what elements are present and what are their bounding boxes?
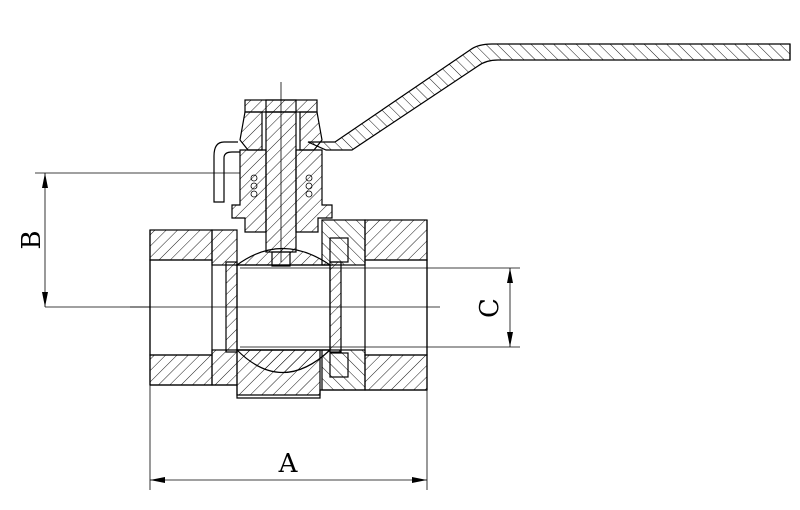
stop-lug [213,141,240,203]
dimension-c: C [240,267,520,348]
lever-handle [307,43,791,151]
valve-ball [225,248,342,373]
gland-packing [231,149,333,233]
dimension-b: B [17,172,240,307]
dimension-a-label: A [278,449,299,479]
dimension-c-label: C [475,298,505,318]
dimension-b-label: B [17,230,47,249]
dimension-a: A [149,385,428,490]
